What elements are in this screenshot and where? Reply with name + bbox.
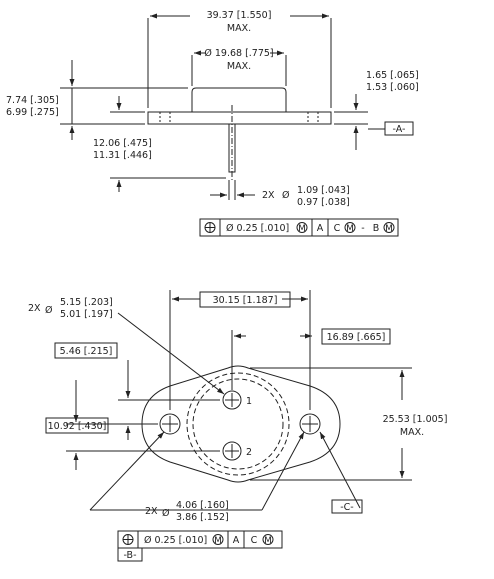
hole-spacing-text: 30.15 [1.187] xyxy=(213,295,278,306)
cap-diameter-max: MAX. xyxy=(227,61,251,72)
hole-offset-y-text: 10.92 [.430] xyxy=(48,421,107,432)
flange-thickness-max: 1.65 [.065] xyxy=(366,70,419,81)
datum-c-label: -C- xyxy=(340,502,354,513)
tol2-datum-c: C xyxy=(251,535,258,546)
tol1-datum-c: C xyxy=(334,223,341,234)
pin-label-2: 2 xyxy=(246,447,252,458)
hole-dia-max: 5.15 [.203] xyxy=(60,297,113,308)
pin-length-min: 11.31 [.446] xyxy=(93,150,152,161)
pin-dia-prefix: 2X xyxy=(262,190,275,201)
tol2-mod: M xyxy=(214,536,222,546)
tol1-datum-b-mod: M xyxy=(385,224,393,234)
tol2-datum-a: A xyxy=(233,535,240,546)
hole-dia-min: 5.01 [.197] xyxy=(60,309,113,320)
cap-height-min: 6.99 [.275] xyxy=(6,107,59,118)
tol1-datum-b: B xyxy=(373,223,380,234)
datum-a-label: -A- xyxy=(393,124,406,135)
side-view xyxy=(60,13,414,237)
mount-hole-left xyxy=(159,413,181,435)
svg-text:-: - xyxy=(361,223,364,234)
datum-b-label: -B- xyxy=(123,550,136,561)
pin-dia-symbol: Ø xyxy=(282,190,289,201)
overall-height-text: 25.53 [1.005] xyxy=(383,414,448,425)
pin-dia-max: 1.09 [.043] xyxy=(297,185,350,196)
pin-label-1: 1 xyxy=(246,396,252,407)
cap-height-max: 7.74 [.305] xyxy=(6,95,59,106)
mount-hole-symbol: Ø xyxy=(162,508,169,519)
mount-hole-prefix: 2X xyxy=(145,506,158,517)
pin-length-max: 12.06 [.475] xyxy=(93,138,152,149)
tol1-value: Ø 0.25 [.010] xyxy=(226,223,289,234)
pin-2 xyxy=(222,441,242,461)
mount-hole-min: 3.86 [.152] xyxy=(176,512,229,523)
mount-hole-right xyxy=(299,413,321,435)
pin-offset-y-text: 5.46 [.215] xyxy=(60,346,113,357)
tol2-datum-c-mod: M xyxy=(264,536,272,546)
pin-1 xyxy=(222,390,242,410)
overall-width-max: MAX. xyxy=(227,23,251,34)
top-view xyxy=(45,290,412,562)
tol2-value: Ø 0.25 [.010] xyxy=(144,535,207,546)
tol1-datum-c-mod: M xyxy=(346,224,354,234)
overall-height-max: MAX. xyxy=(400,427,424,438)
flange-outline xyxy=(147,111,332,125)
hole-dia-prefix: 2X xyxy=(28,303,41,314)
flange-thickness-min: 1.53 [.060] xyxy=(366,82,419,93)
tol1-datum-a: A xyxy=(317,223,324,234)
hole-dia-symbol: Ø xyxy=(45,305,52,316)
pin-offset-x-text: 16.89 [.665] xyxy=(327,332,386,343)
mount-hole-max: 4.06 [.160] xyxy=(176,500,229,511)
cap-diameter-text: Ø 19.68 [.775] xyxy=(204,48,273,59)
tol1-mod: M xyxy=(298,224,306,234)
overall-width-text: 39.37 [1.550] xyxy=(207,10,272,21)
cap-outline xyxy=(191,87,287,112)
pin-dia-min: 0.97 [.038] xyxy=(297,197,350,208)
